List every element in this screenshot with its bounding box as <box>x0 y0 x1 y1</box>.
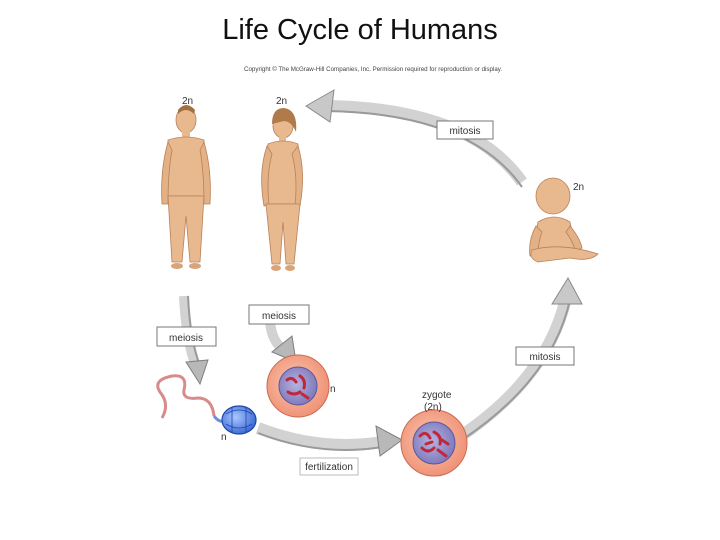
mitosis-arrow-right <box>454 276 583 443</box>
zygote-cell <box>400 409 468 477</box>
meiosis-box-center: meiosis <box>248 304 310 325</box>
fertilization-label: fertilization <box>305 462 353 473</box>
mitosis-box-right: mitosis <box>515 346 575 366</box>
baby-figure <box>529 177 599 263</box>
female-adult-figure <box>261 108 303 271</box>
meiosis-box-left: meiosis <box>156 326 217 347</box>
egg-cell <box>266 354 330 418</box>
sperm-cell <box>156 374 257 435</box>
male-adult-figure <box>161 105 211 269</box>
fertilization-arrow <box>255 422 403 457</box>
page-title: Life Cycle of Humans <box>222 14 498 46</box>
fertilization-box: fertilization <box>299 457 359 476</box>
zygote-label: zygote <box>422 390 452 401</box>
mitosis-right-label: mitosis <box>529 352 560 363</box>
meiosis-center-label: meiosis <box>262 311 296 322</box>
copyright-notice: Copyright © The McGraw-Hill Companies, I… <box>244 66 503 73</box>
male-ploidy-label: 2n <box>182 96 193 107</box>
meiosis-left-label: meiosis <box>169 333 203 344</box>
zygote-ploidy-label: (2n) <box>424 402 442 413</box>
baby-ploidy-label: 2n <box>573 182 584 193</box>
mitosis-box-top: mitosis <box>436 120 494 140</box>
meiosis-arrow-center <box>265 321 297 363</box>
female-ploidy-label: 2n <box>276 96 287 107</box>
egg-ploidy-label: n <box>330 384 336 395</box>
sperm-ploidy-label: n <box>221 432 227 443</box>
mitosis-top-label: mitosis <box>449 126 480 137</box>
